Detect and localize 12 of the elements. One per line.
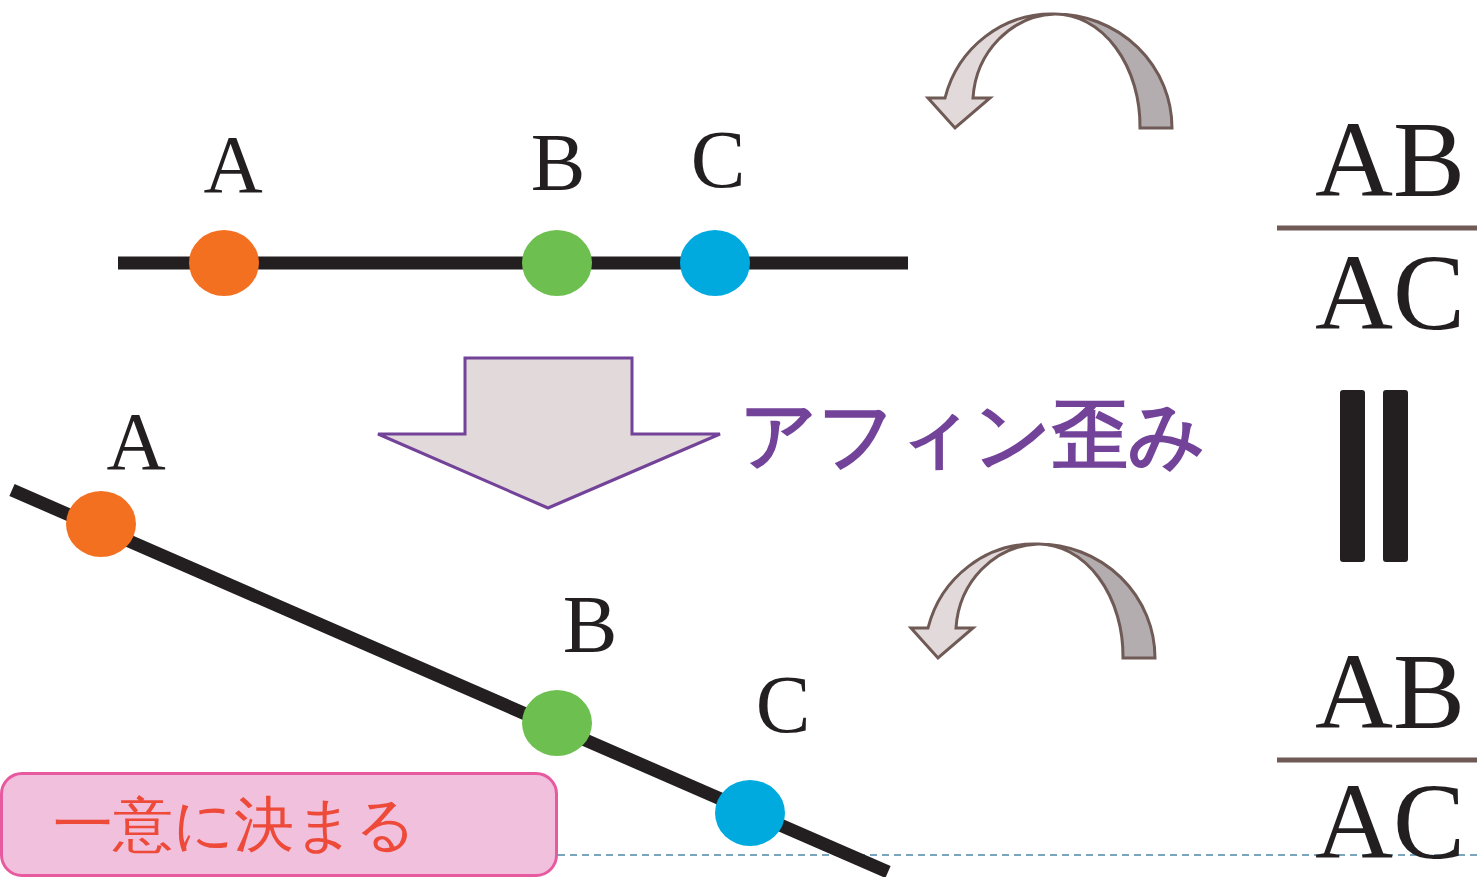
point-label: C bbox=[690, 119, 746, 201]
denominator: AC bbox=[1315, 768, 1465, 876]
point-label: A bbox=[203, 124, 263, 206]
denominator: AC bbox=[1315, 239, 1465, 347]
point-label: A bbox=[106, 401, 166, 483]
numerator: AB bbox=[1315, 106, 1465, 214]
numerator: AB bbox=[1315, 638, 1465, 746]
point-label: C bbox=[755, 664, 811, 746]
caption-text: アフィン歪み bbox=[740, 397, 1206, 473]
point-label: B bbox=[530, 122, 586, 204]
point-label: B bbox=[562, 584, 618, 666]
text-box: 一意に決まる bbox=[0, 772, 558, 877]
